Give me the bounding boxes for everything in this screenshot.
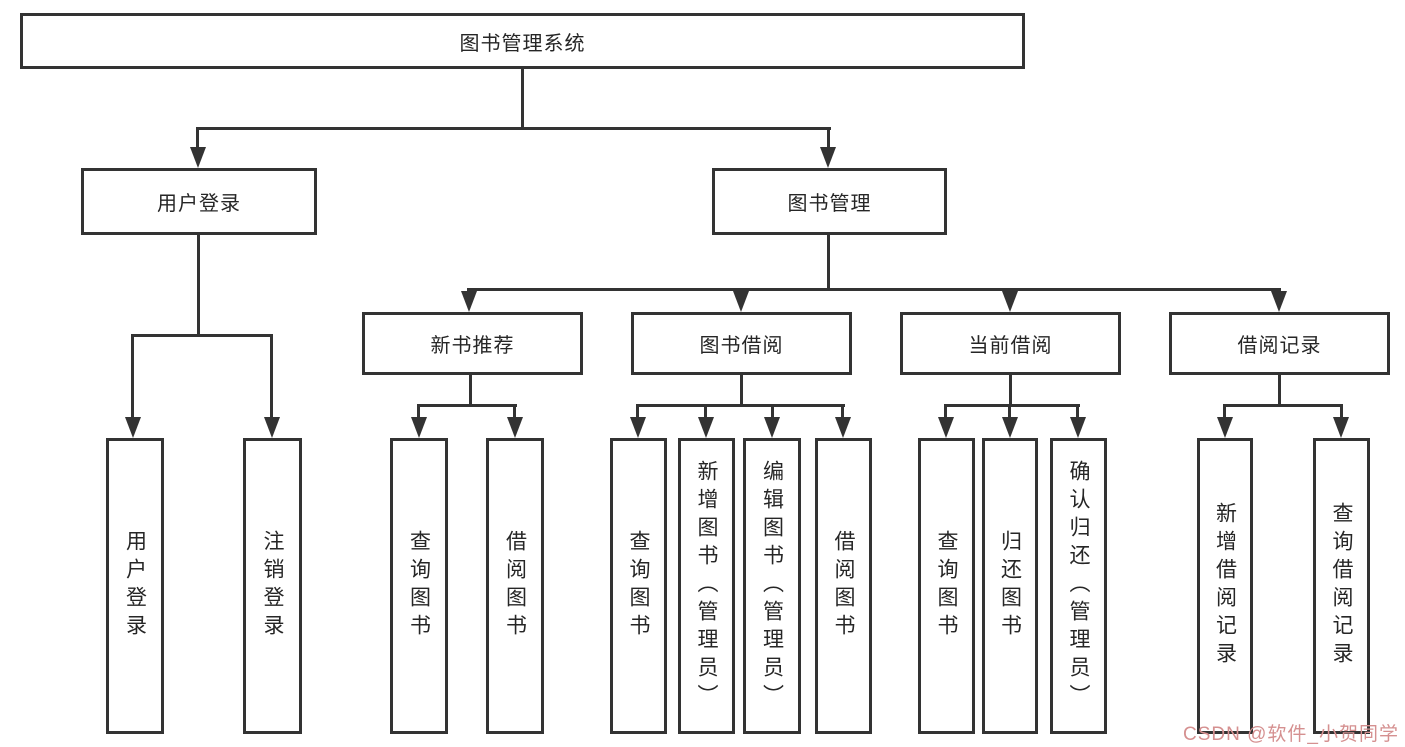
node-label: 借阅记录 bbox=[1237, 335, 1322, 357]
arrow-down-icon bbox=[1070, 417, 1086, 438]
leaf-label: 查询借阅记录 bbox=[1330, 502, 1353, 670]
connector-splitter bbox=[1223, 404, 1343, 407]
leaf-add-borrow-record: 新增借阅记录 bbox=[1197, 438, 1253, 734]
connector-drop bbox=[196, 127, 199, 151]
connector-splitter bbox=[944, 404, 1080, 407]
arrow-down-icon bbox=[938, 417, 954, 438]
arrow-down-icon bbox=[125, 417, 141, 438]
node-label: 新书推荐 bbox=[430, 335, 515, 357]
leaf-return-book: 归还图书 bbox=[982, 438, 1038, 734]
node-book-management: 图书管理 bbox=[712, 168, 947, 235]
connector-drop bbox=[841, 404, 844, 422]
leaf-add-book-admin: 新增图书（管理员） bbox=[678, 438, 735, 734]
arrow-down-icon bbox=[190, 147, 206, 168]
leaf-query-book-current: 查询图书 bbox=[918, 438, 975, 734]
leaf-label: 查询图书 bbox=[627, 530, 650, 642]
leaf-query-book-recommend: 查询图书 bbox=[390, 438, 448, 734]
leaf-label: 用户登录 bbox=[123, 530, 147, 642]
connector-level1-splitter bbox=[196, 127, 831, 130]
connector-book-mgmt-stem bbox=[827, 234, 830, 291]
connector-drop bbox=[1008, 404, 1011, 422]
leaf-label: 归还图书 bbox=[998, 530, 1022, 642]
node-label: 图书借阅 bbox=[699, 335, 784, 357]
connector-drop bbox=[771, 404, 774, 422]
leaf-label: 查询图书 bbox=[935, 530, 958, 642]
connector-level2-splitter bbox=[467, 288, 1281, 291]
leaf-borrow-book-recommend: 借阅图书 bbox=[486, 438, 544, 734]
connector-user-login-stem bbox=[197, 235, 200, 337]
arrow-down-icon bbox=[1271, 291, 1287, 312]
connector-drop bbox=[1223, 404, 1226, 422]
leaf-label: 编辑图书（管理员） bbox=[760, 460, 784, 712]
arrow-down-icon bbox=[507, 417, 523, 438]
leaf-label: 查询图书 bbox=[407, 530, 431, 642]
node-label: 图书管理 bbox=[787, 193, 872, 215]
leaf-label: 确认归还（管理员） bbox=[1067, 460, 1090, 712]
leaf-query-book-borrow: 查询图书 bbox=[610, 438, 667, 734]
node-label: 图书管理系统 bbox=[459, 32, 586, 55]
arrow-down-icon bbox=[630, 417, 646, 438]
connector-stem bbox=[1009, 375, 1012, 407]
csdn-watermark: CSDN @软件_小贺同学 bbox=[1183, 724, 1399, 745]
connector-drop bbox=[270, 334, 273, 420]
node-library-management-system: 图书管理系统 bbox=[20, 13, 1025, 69]
arrow-down-icon bbox=[764, 417, 780, 438]
arrow-down-icon bbox=[733, 291, 749, 312]
leaf-user-login: 用户登录 bbox=[106, 438, 164, 734]
node-current-borrowing: 当前借阅 bbox=[900, 312, 1121, 375]
node-book-borrowing: 图书借阅 bbox=[631, 312, 852, 375]
arrow-down-icon bbox=[1333, 417, 1349, 438]
connector-stem bbox=[469, 375, 472, 407]
connector-drop bbox=[827, 127, 830, 151]
connector-drop bbox=[417, 404, 420, 422]
connector-stem bbox=[1278, 375, 1281, 407]
leaf-edit-book-admin: 编辑图书（管理员） bbox=[743, 438, 801, 734]
arrow-down-icon bbox=[698, 417, 714, 438]
arrow-down-icon bbox=[1217, 417, 1233, 438]
leaf-label: 借阅图书 bbox=[503, 530, 527, 642]
arrow-down-icon bbox=[411, 417, 427, 438]
node-borrowing-records: 借阅记录 bbox=[1169, 312, 1390, 375]
leaf-label: 注销登录 bbox=[261, 530, 284, 642]
arrow-down-icon bbox=[461, 291, 477, 312]
connector-user-login-splitter bbox=[131, 334, 273, 337]
connector-root-stem bbox=[521, 69, 524, 129]
connector-drop bbox=[636, 404, 639, 422]
leaf-label: 借阅图书 bbox=[832, 530, 855, 642]
connector-drop bbox=[704, 404, 707, 422]
arrow-down-icon bbox=[264, 417, 280, 438]
node-new-book-recommend: 新书推荐 bbox=[362, 312, 583, 375]
arrow-down-icon bbox=[1002, 417, 1018, 438]
connector-drop bbox=[944, 404, 947, 422]
leaf-label: 新增图书（管理员） bbox=[695, 460, 718, 712]
leaf-logout-login: 注销登录 bbox=[243, 438, 302, 734]
leaf-confirm-return-admin: 确认归还（管理员） bbox=[1050, 438, 1107, 734]
connector-drop bbox=[1340, 404, 1343, 422]
arrow-down-icon bbox=[835, 417, 851, 438]
connector-splitter bbox=[417, 404, 517, 407]
connector-drop bbox=[131, 334, 134, 420]
node-label: 用户登录 bbox=[157, 193, 241, 215]
arrow-down-icon bbox=[1002, 291, 1018, 312]
node-label: 当前借阅 bbox=[968, 335, 1053, 357]
leaf-query-borrow-record: 查询借阅记录 bbox=[1313, 438, 1370, 734]
arrow-down-icon bbox=[820, 147, 836, 168]
leaf-borrow-book: 借阅图书 bbox=[815, 438, 872, 734]
leaf-label: 新增借阅记录 bbox=[1213, 502, 1237, 670]
connector-splitter bbox=[636, 404, 845, 407]
connector-drop bbox=[1076, 404, 1079, 422]
connector-stem bbox=[740, 375, 743, 407]
connector-drop bbox=[513, 404, 516, 422]
node-user-login: 用户登录 bbox=[81, 168, 317, 235]
